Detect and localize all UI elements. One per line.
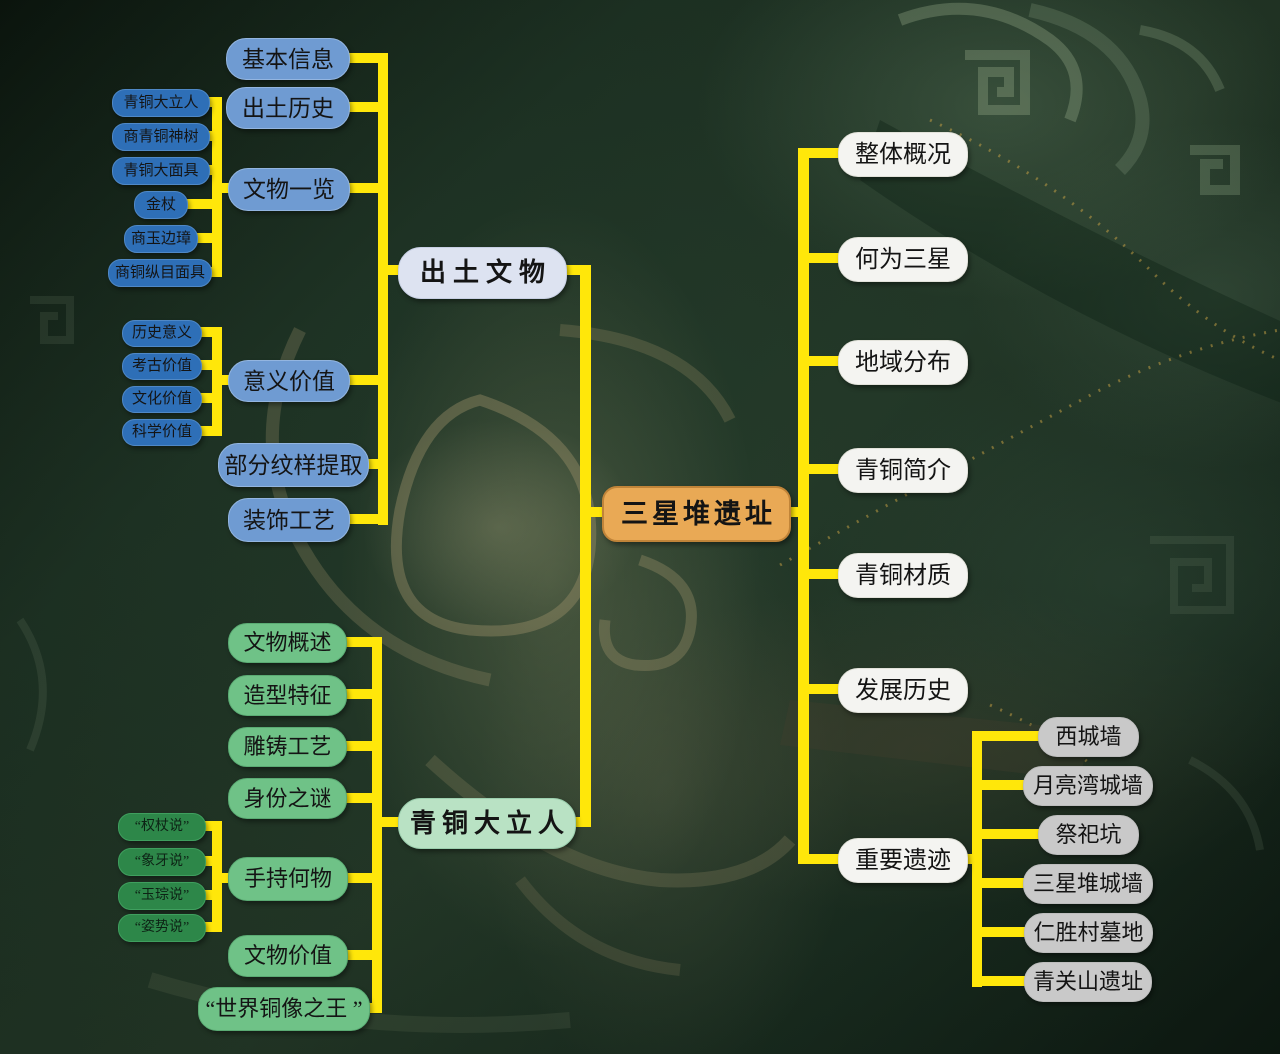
connector-line	[978, 878, 1027, 888]
connector-line	[200, 856, 216, 866]
node-artifact-summary[interactable]: 文物概述	[228, 623, 347, 663]
connector-line	[798, 148, 809, 864]
node-west-wall[interactable]: 西城墙	[1038, 717, 1139, 757]
connector-line	[378, 817, 402, 827]
node-historical-significance[interactable]: 历史意义	[122, 320, 202, 347]
connector-line	[342, 102, 382, 112]
hub-bronze-standing-figure[interactable]: 青铜大立人	[398, 798, 576, 849]
node-bronze-sacred-tree[interactable]: 商青铜神树	[112, 123, 210, 151]
node-what-is-sanxing[interactable]: 何为三星	[838, 237, 968, 282]
node-what-in-hands[interactable]: 手持何物	[228, 857, 348, 901]
node-archaeological-value[interactable]: 考古价值	[122, 353, 202, 380]
connector-line	[805, 148, 842, 158]
connector-line	[342, 53, 382, 63]
connector-line	[218, 375, 232, 385]
node-cultural-value[interactable]: 文化价值	[122, 386, 202, 413]
node-basic-info[interactable]: 基本信息	[226, 38, 350, 80]
connector-line	[212, 327, 222, 436]
connector-line	[972, 731, 982, 987]
node-excavation-history[interactable]: 出土历史	[226, 87, 350, 129]
connector-line	[200, 821, 216, 831]
connector-line	[372, 637, 382, 1013]
connector-line	[805, 356, 842, 366]
node-qingguanshan-site[interactable]: 青关山遗址	[1024, 962, 1152, 1002]
node-scientific-value[interactable]: 科学价值	[122, 419, 202, 446]
connector-line	[978, 829, 1042, 839]
node-bronze-large-mask[interactable]: 青铜大面具	[112, 157, 210, 185]
node-posture-theory[interactable]: “姿势说”	[118, 914, 206, 942]
connector-line	[805, 569, 842, 579]
node-king-of-bronze-statues[interactable]: “世界铜像之王 ”	[198, 987, 370, 1031]
node-sanxingdui-wall[interactable]: 三星堆城墙	[1023, 864, 1153, 904]
connector-line	[550, 265, 584, 275]
node-artifact-overview[interactable]: 文物一览	[228, 168, 350, 211]
node-moon-bay-wall[interactable]: 月亮湾城墙	[1023, 766, 1153, 806]
connector-line	[580, 265, 591, 827]
connector-line	[218, 873, 232, 883]
connector-line	[342, 950, 376, 960]
connector-line	[978, 731, 1042, 741]
connector-line	[340, 741, 376, 751]
connector-line	[978, 927, 1028, 937]
connector-line	[192, 233, 216, 243]
connector-line	[384, 265, 402, 275]
root-node-sanxingdui[interactable]: 三星堆遗址	[602, 486, 791, 542]
connector-line	[196, 360, 216, 370]
connector-line	[360, 459, 382, 469]
node-important-sites[interactable]: 重要遗迹	[838, 838, 968, 883]
connector-line	[182, 199, 216, 209]
node-bronze-material[interactable]: 青铜材质	[838, 553, 968, 598]
connector-line	[340, 637, 376, 647]
node-development-history[interactable]: 发展历史	[838, 668, 968, 713]
connector-line	[960, 854, 976, 864]
connector-line	[200, 890, 216, 900]
node-decorative-craft[interactable]: 装饰工艺	[228, 498, 350, 542]
node-artifact-value[interactable]: 文物价值	[228, 935, 348, 977]
connector-line	[805, 854, 842, 864]
connector-line	[978, 780, 1027, 790]
connector-line	[196, 393, 216, 403]
connector-line	[342, 183, 382, 193]
node-overall-overview[interactable]: 整体概况	[838, 132, 968, 177]
node-bronze-introduction[interactable]: 青铜简介	[838, 448, 968, 493]
node-casting-craft[interactable]: 雕铸工艺	[228, 727, 347, 767]
node-protruding-eyes-mask[interactable]: 商铜纵目面具	[108, 259, 212, 287]
node-jade-zhang[interactable]: 商玉边璋	[124, 225, 198, 253]
node-bronze-standing-figure[interactable]: 青铜大立人	[112, 89, 210, 117]
hub-excavated-artifacts[interactable]: 出土文物	[398, 247, 567, 299]
connector-line	[978, 976, 1028, 986]
node-ivory-theory[interactable]: “象牙说”	[118, 848, 206, 876]
connector-line	[218, 183, 232, 193]
connector-line	[342, 873, 376, 883]
connector-line	[378, 53, 388, 525]
node-sacrificial-pits[interactable]: 祭祀坑	[1038, 815, 1139, 855]
connector-line	[196, 327, 216, 337]
connector-line	[212, 821, 222, 932]
node-gold-scepter[interactable]: 金杖	[134, 191, 188, 219]
connector-line	[805, 464, 842, 474]
connector-line	[342, 375, 382, 385]
connector-line	[588, 507, 606, 517]
connector-line	[340, 689, 376, 699]
node-cong-theory[interactable]: “玉琮说”	[118, 882, 206, 910]
node-identity-mystery[interactable]: 身份之谜	[228, 778, 347, 819]
connector-line	[212, 97, 222, 277]
node-significance-value[interactable]: 意义价值	[228, 360, 350, 402]
connector-line	[342, 514, 382, 524]
node-rensheng-cemetery[interactable]: 仁胜村墓地	[1024, 913, 1153, 953]
connector-line	[196, 426, 216, 436]
node-scepter-theory[interactable]: “权杖说”	[118, 813, 206, 841]
connector-line	[805, 253, 842, 263]
connector-line	[340, 793, 376, 803]
node-shape-features[interactable]: 造型特征	[228, 675, 347, 716]
connector-line	[805, 684, 842, 694]
node-pattern-extraction[interactable]: 部分纹样提取	[218, 443, 369, 487]
node-regional-distribution[interactable]: 地域分布	[838, 340, 968, 385]
connector-line	[200, 922, 216, 932]
